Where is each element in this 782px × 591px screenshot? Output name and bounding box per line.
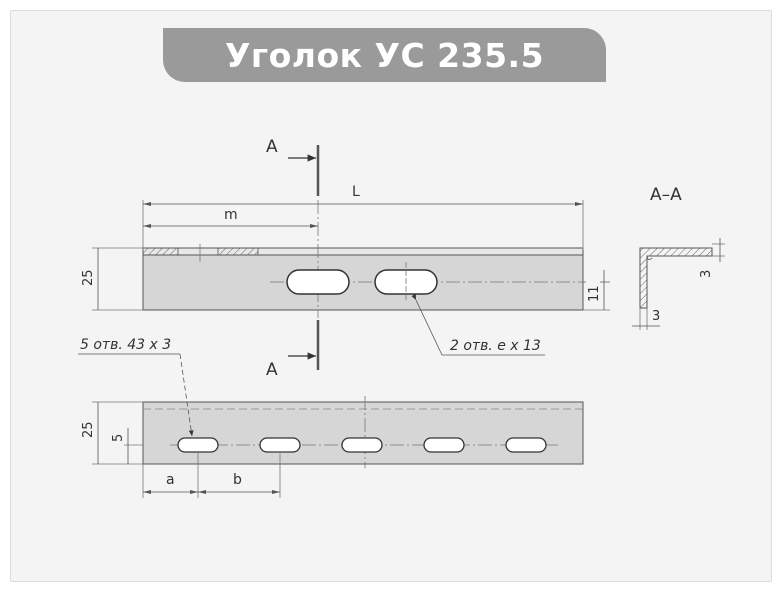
holes-callout: 5 отв. 43 x 3 [80, 337, 171, 353]
slot-leader [411, 293, 443, 356]
angle-bottom-body [142, 401, 584, 465]
hole-1 [177, 437, 219, 453]
dimension-m-label: m [224, 207, 238, 223]
page-title: Уголок УС 235.5 [224, 35, 545, 75]
section-dim-3-right: 3 [699, 270, 714, 278]
section-dim-3-bottom: 3 [652, 309, 660, 324]
bottom-view: 5 отв. 43 x 3 25 5 a b [78, 337, 584, 498]
dimension-25-bottom-label: 25 [81, 421, 96, 438]
hole-2 [259, 437, 301, 453]
dimension-25-top-label: 25 [81, 269, 96, 286]
holes-leader [179, 353, 194, 437]
front-view: A A L m 25 11 2 отв. e x 13 [81, 137, 610, 380]
angle-body [142, 254, 584, 311]
section-hatch-left [142, 247, 179, 256]
slot-1 [286, 269, 350, 295]
angle-flange-edge [142, 247, 584, 256]
hole-3 [341, 437, 383, 453]
hole-4 [423, 437, 465, 453]
dimension-5-label: 5 [111, 434, 126, 442]
dimension-11-label: 11 [587, 285, 602, 302]
section-hatch-mid [217, 247, 259, 256]
section-label-top: A [266, 137, 278, 157]
section-view: A–A 3 3 [632, 185, 725, 330]
title-banner: Уголок УС 235.5 [163, 28, 606, 82]
section-title: A–A [650, 185, 682, 205]
dimension-L-label: L [352, 184, 360, 200]
slots-callout: 2 отв. e x 13 [450, 338, 541, 354]
dimension-a-label: a [166, 472, 175, 488]
dimension-b-label: b [233, 472, 242, 488]
section-label-bottom: A [266, 360, 278, 380]
hole-5 [505, 437, 547, 453]
